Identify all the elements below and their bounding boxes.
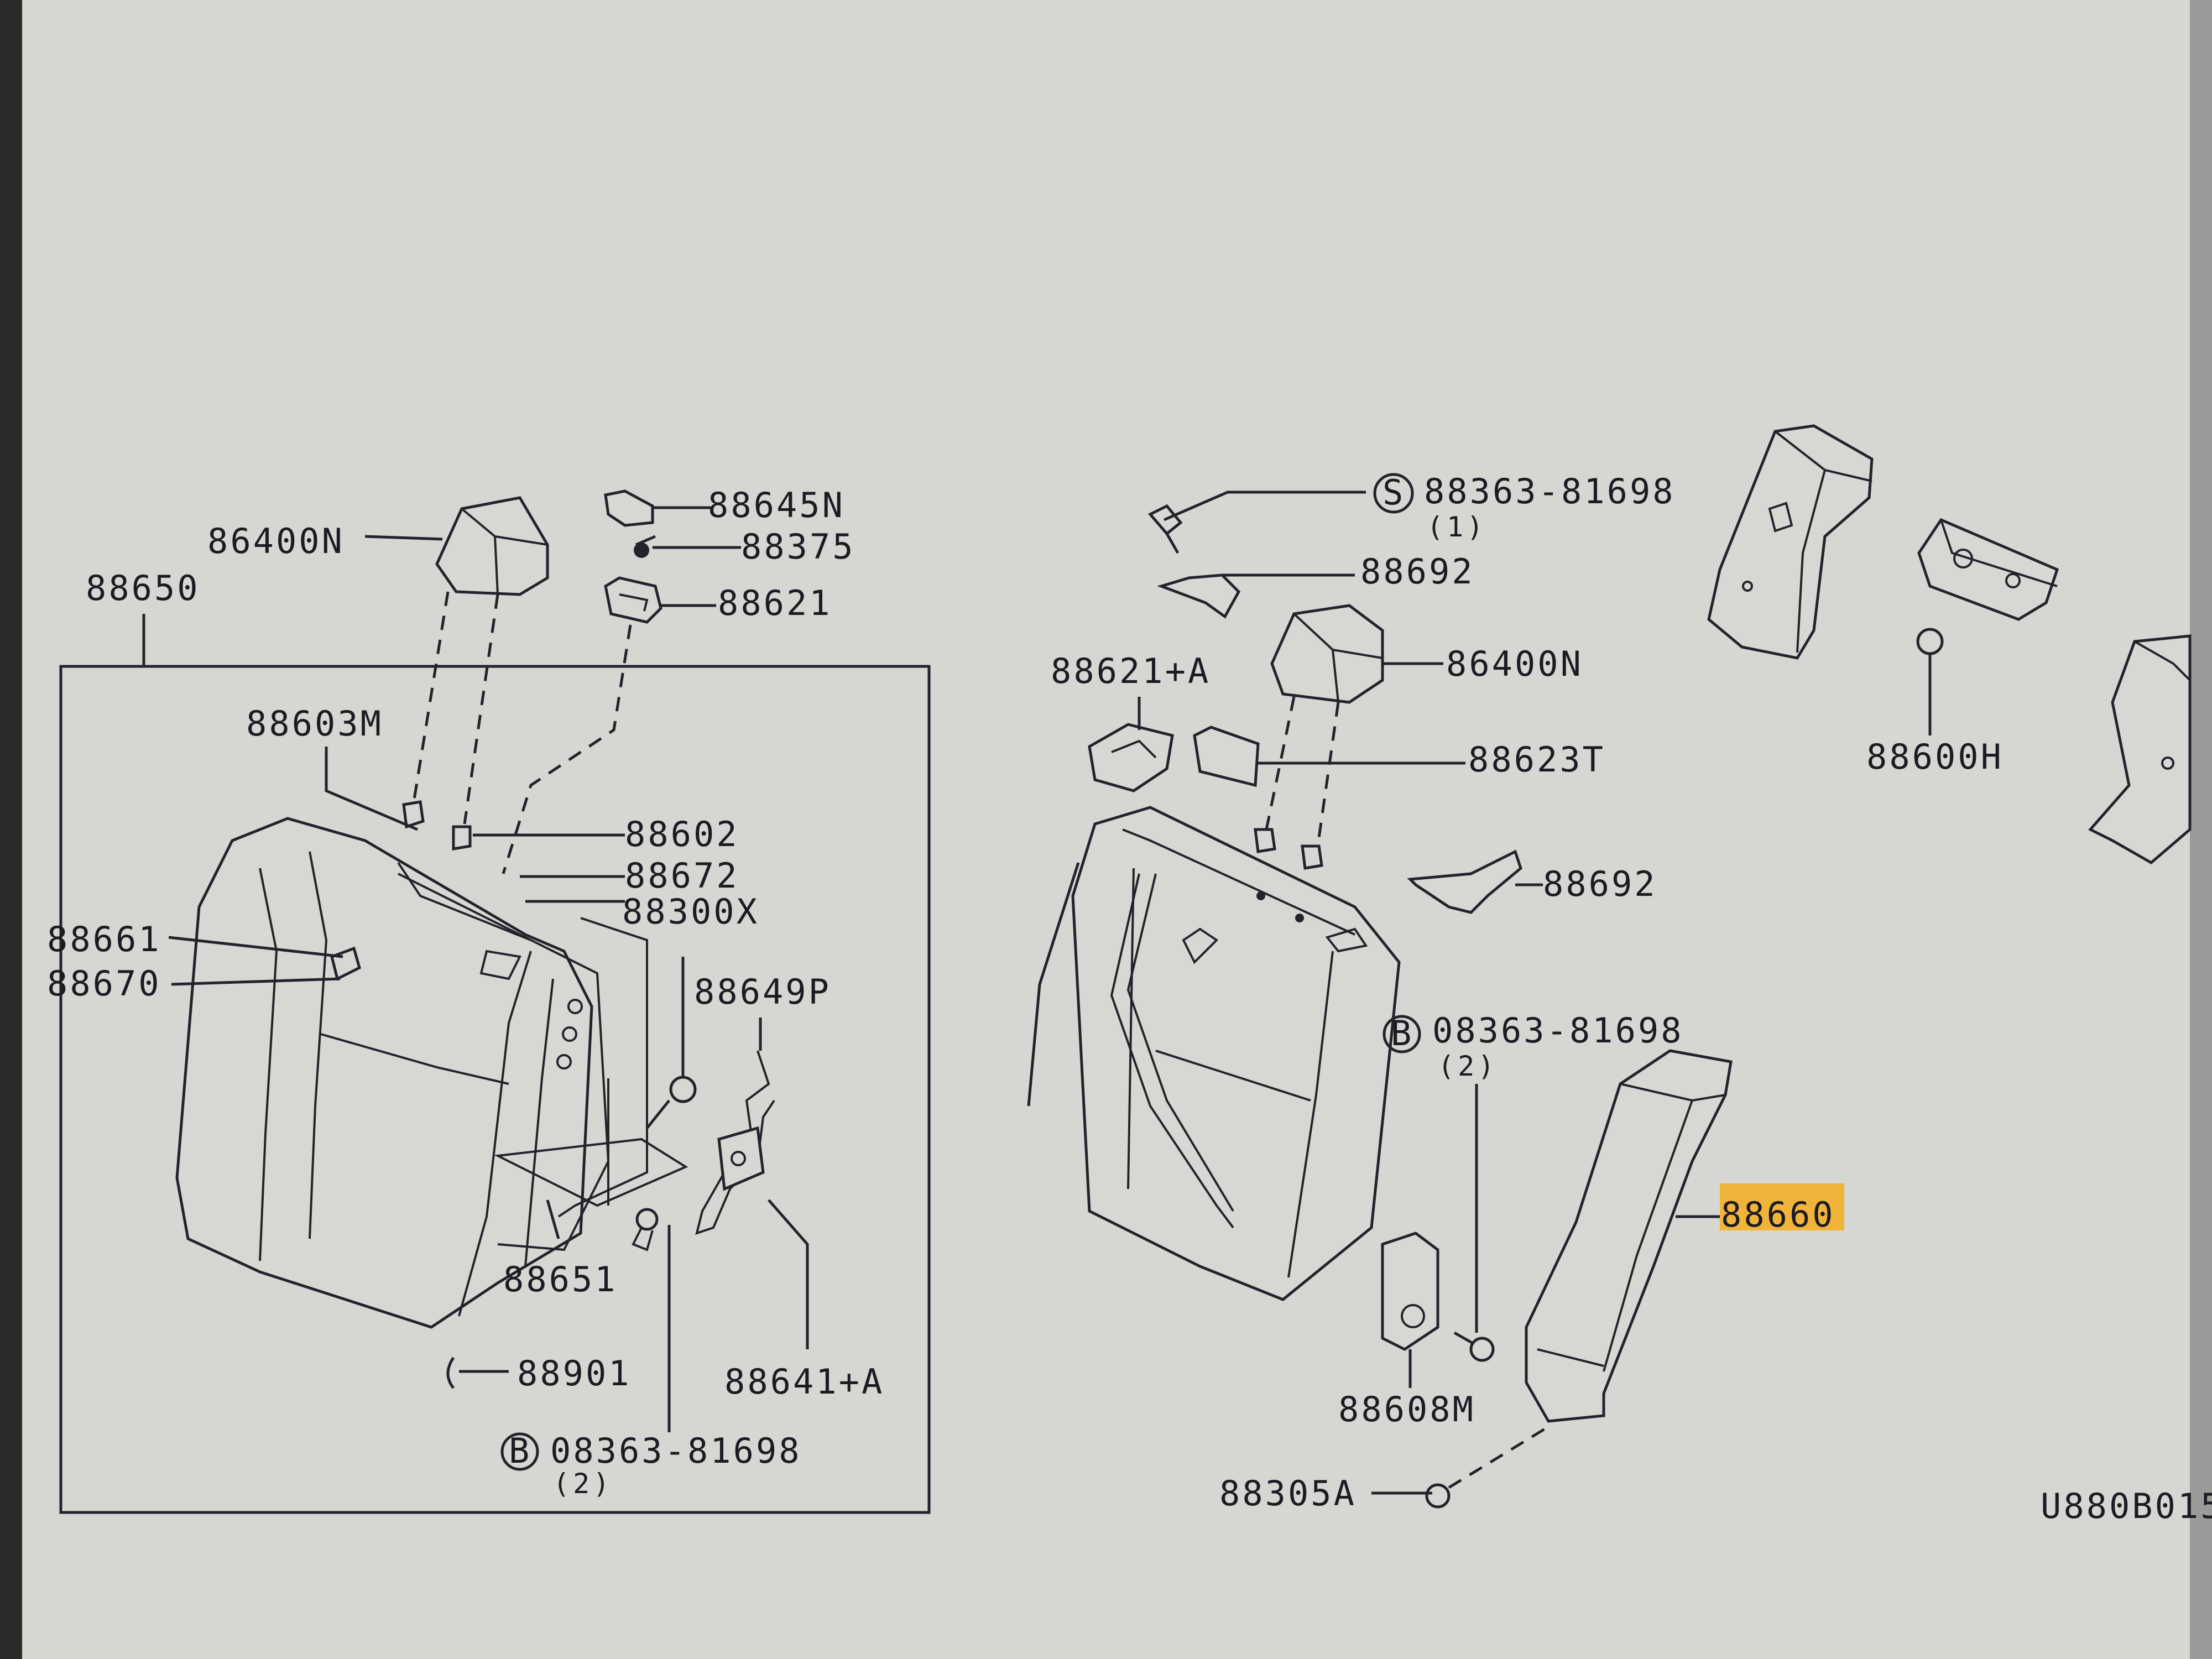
label-88305A: 88305A — [1219, 1473, 1357, 1514]
clips-88602 — [402, 800, 625, 851]
part-88645N — [604, 489, 711, 527]
symbol-b-left: B — [509, 1431, 531, 1471]
label-88645N: 88645N — [708, 485, 845, 525]
label-88692-mid: 88692 — [1543, 864, 1657, 904]
part-88375 — [634, 535, 741, 558]
leader-88603M — [325, 747, 418, 831]
label-diagram-code: U880B015 — [2041, 1486, 2212, 1526]
label-86400N-right: 86400N — [1446, 644, 1583, 684]
bolt-08363-right — [1453, 1331, 1495, 1362]
label-88692-top: 88692 — [1360, 551, 1475, 592]
label-08363-right: 08363-81698 — [1432, 1010, 1684, 1051]
circle-b-left — [500, 1432, 539, 1471]
label-08363-right-qty: (2) — [1438, 1050, 1498, 1082]
label-88600H: 88600H — [1866, 737, 2004, 777]
bolt-88651 — [546, 1199, 560, 1239]
labels: 86400N 88650 88645N 88375 88621 88603M 8… — [47, 471, 2212, 1526]
label-88649P: 88649P — [694, 972, 831, 1012]
symbol-s-top: S — [1383, 472, 1405, 513]
bolt-88305A — [1371, 1425, 1550, 1509]
part-88621 — [502, 576, 716, 874]
label-88621A: 88621+A — [1051, 651, 1211, 691]
label-88660: 88660 — [1721, 1194, 1835, 1235]
label-88672: 88672 — [625, 855, 739, 896]
screen-bezel-left — [0, 0, 22, 1659]
bolt-88300X — [646, 957, 697, 1129]
bracket-88600H — [1916, 518, 2059, 735]
seatback-right — [1027, 806, 1401, 1301]
label-88670: 88670 — [47, 963, 161, 1004]
label-88661: 88661 — [47, 919, 161, 959]
label-88650: 88650 — [86, 568, 200, 608]
circle-b-right — [1383, 1015, 1421, 1053]
circle-s-top — [1373, 473, 1414, 514]
label-88623T: 88623T — [1468, 739, 1605, 780]
label-08363-left-qty: (2) — [553, 1468, 613, 1500]
bolt-08363-left — [632, 1208, 671, 1432]
label-88602: 88602 — [625, 814, 739, 854]
label-88641A: 88641+A — [724, 1361, 884, 1402]
label-88621: 88621 — [718, 583, 832, 623]
bracket-88692-mid — [1407, 849, 1543, 914]
screen-edge-right — [2190, 0, 2212, 1659]
left-assembly-frame — [59, 665, 931, 1514]
hinge-88649P — [695, 1018, 775, 1235]
label-88603M: 88603M — [246, 703, 383, 744]
leader-88641A — [768, 1199, 809, 1349]
bracket-88692-top — [1157, 573, 1355, 619]
label-88375: 88375 — [741, 526, 855, 567]
trim-part-upper-left — [1707, 424, 1874, 660]
bolt-88363 — [1148, 491, 1366, 554]
clips-right — [1254, 828, 1323, 870]
label-88363: 88363-81698 — [1424, 471, 1676, 512]
trim-part-right-edge — [2088, 634, 2192, 865]
label-08363-left: 08363-81698 — [550, 1431, 802, 1471]
part-88901 — [446, 1357, 509, 1389]
side-panel-88660 — [1525, 1049, 1733, 1423]
leader-86400N-left — [364, 535, 443, 541]
symbol-b-right: B — [1391, 1013, 1413, 1053]
label-88608M: 88608M — [1338, 1389, 1475, 1430]
headrest-right — [1265, 604, 1443, 858]
label-86400N-left: 86400N — [207, 521, 345, 561]
highlight-88660 — [1720, 1183, 1844, 1230]
part-88623T — [1193, 726, 1465, 787]
headrest-left — [410, 496, 549, 825]
label-88651: 88651 — [503, 1259, 618, 1300]
part-88661-88670 — [168, 936, 361, 986]
label-88300X: 88300X — [622, 891, 759, 932]
bracket-88608M — [1381, 1232, 1439, 1388]
seat-frame-88300X — [494, 917, 688, 1218]
part-88621A — [1088, 697, 1174, 792]
label-88363-qty: (1) — [1427, 511, 1486, 543]
seatback-left — [175, 817, 610, 1329]
label-88901: 88901 — [517, 1353, 632, 1394]
